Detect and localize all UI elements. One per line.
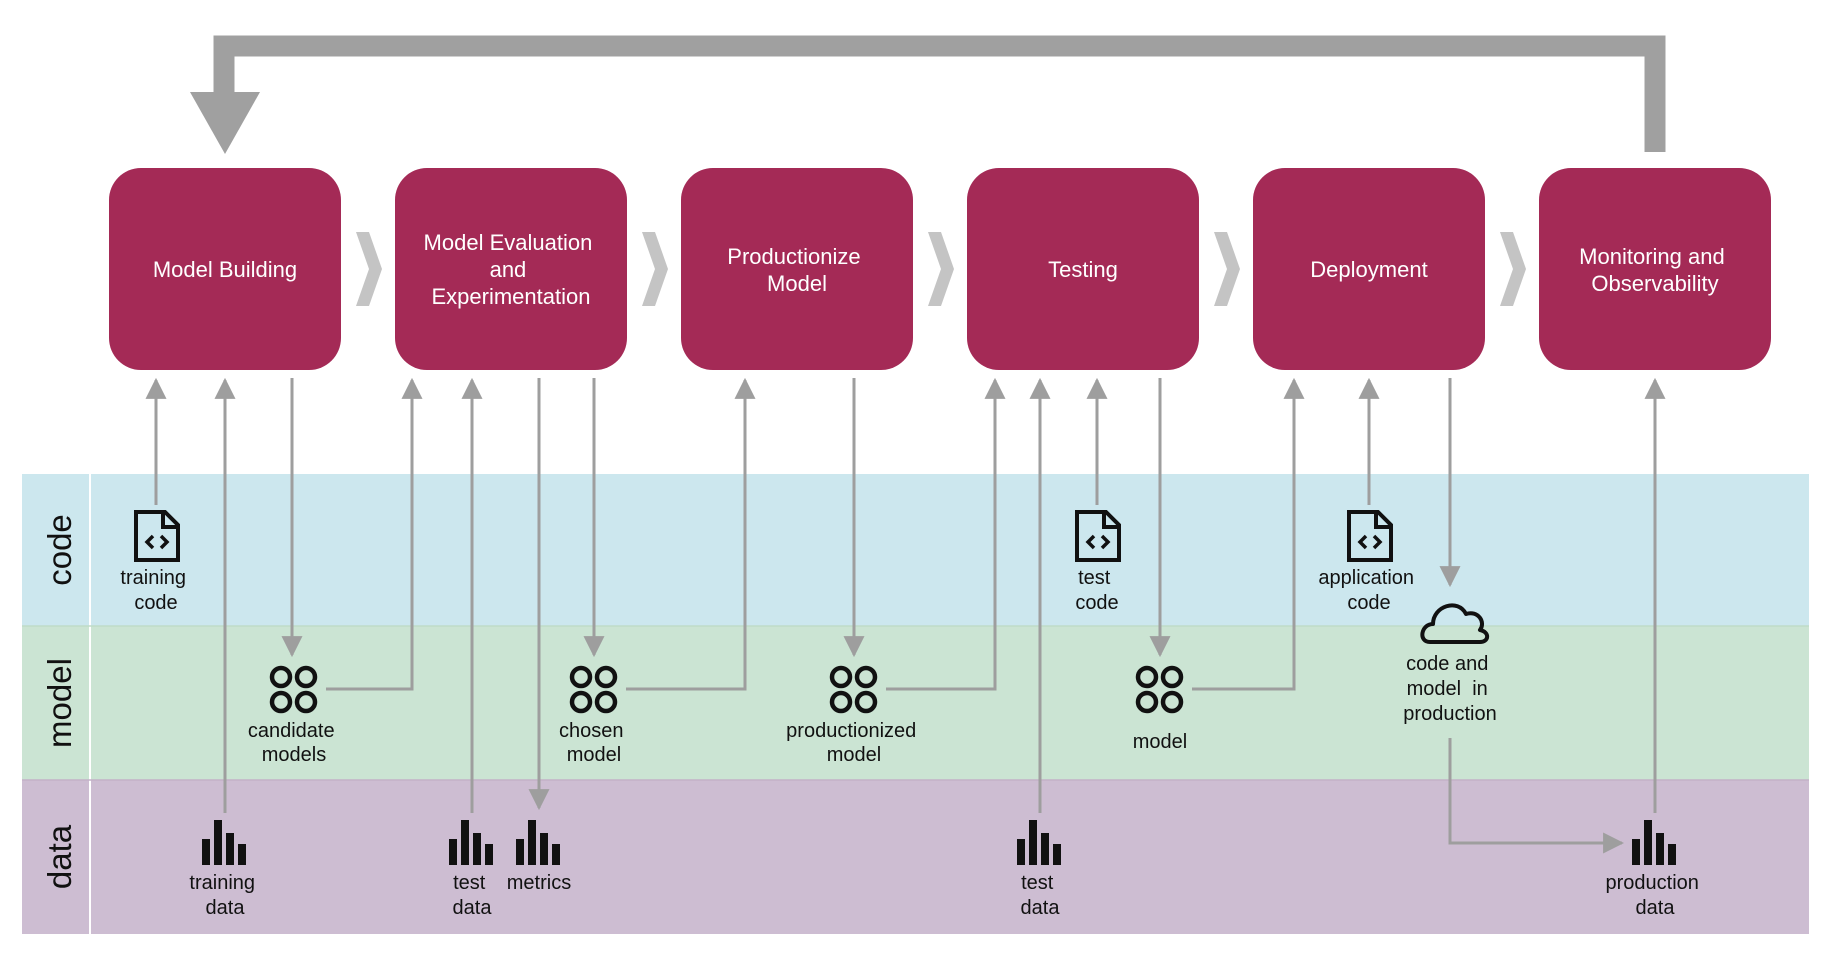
stage-monitoring-observability: Monitoring and Observability — [1539, 168, 1771, 370]
artifact-label: candidate models — [248, 720, 340, 766]
code-file-icon — [1075, 510, 1121, 562]
stage-model-building: Model Building — [109, 168, 341, 370]
chevron-icon — [642, 232, 668, 306]
artifact-chosen-model: chosen model — [559, 665, 629, 766]
stage-label: Monitoring and Observability — [1579, 244, 1731, 296]
bar-chart-icon — [202, 820, 246, 865]
connectors — [145, 377, 1666, 854]
arrow-chosen-model-to-productionize — [626, 377, 756, 691]
stage-label: Testing — [1048, 257, 1118, 282]
lane-label-code: code — [41, 514, 78, 586]
bar-chart-icon — [1017, 820, 1061, 865]
stage-model-evaluation: Model Evaluation and Experimentation — [395, 168, 627, 370]
chevron-icon — [1214, 232, 1240, 306]
artifact-label: training data — [189, 872, 260, 919]
artifact-label: test code — [1075, 567, 1118, 614]
artifact-label: test data — [1021, 872, 1061, 919]
arrow-candidate-models-to-evaluation — [326, 377, 423, 691]
stage-label: Productionize Model — [727, 244, 866, 296]
artifact-model: model — [1133, 665, 1187, 753]
artifact-metrics: metrics — [507, 820, 571, 894]
artifact-training-data: training data — [189, 820, 260, 919]
stage-productionize-model: Productionize Model — [681, 168, 913, 370]
chevron-icon — [1500, 232, 1526, 306]
stage-label: Deployment — [1310, 257, 1427, 282]
code-file-icon — [1347, 510, 1393, 562]
lane-model-background — [22, 626, 1809, 780]
model-icon — [829, 665, 878, 714]
stage-label: Model Evaluation and Experimentation — [424, 230, 599, 309]
model-icon — [1135, 665, 1184, 714]
artifact-test-data-evaluation: test data — [449, 820, 493, 919]
code-file-icon — [134, 510, 180, 562]
swimlanes: code model data — [22, 474, 1809, 934]
chevron-icon — [356, 232, 382, 306]
lane-label-model: model — [41, 658, 78, 748]
artifact-label: code and model in production — [1403, 653, 1496, 725]
stage-label: Model Building — [153, 257, 297, 282]
stage-chevrons — [356, 232, 1526, 306]
cloud-icon — [1420, 603, 1490, 644]
lane-label-data: data — [41, 824, 78, 889]
artifact-training-code: training code — [120, 510, 191, 614]
lane-code-background — [22, 474, 1809, 626]
artifact-test-data-testing: test data — [1017, 820, 1061, 919]
stages: Model Building Model Evaluation and Expe… — [109, 168, 1771, 370]
artifact-label: chosen model — [559, 720, 629, 766]
artifact-label: production data — [1606, 872, 1705, 919]
arrow-productionized-model-to-testing — [886, 377, 1006, 691]
artifact-test-code: test code — [1075, 510, 1121, 614]
artifact-label: metrics — [507, 872, 571, 894]
artifact-candidate-models: candidate models — [248, 665, 340, 766]
artifact-label: test data — [453, 872, 493, 919]
artifact-label: productionized model — [786, 720, 922, 766]
artifact-production-data: production data — [1606, 820, 1705, 919]
artifacts: training code test code ap — [120, 510, 1705, 919]
bar-chart-icon — [1632, 820, 1676, 865]
artifact-label: application code — [1318, 567, 1419, 614]
artifact-code-and-model-in-production: code and model in production — [1403, 603, 1497, 725]
model-icon — [569, 665, 618, 714]
arrow-production-to-production-data — [1448, 738, 1625, 854]
artifact-productionized-model: productionized model — [786, 665, 922, 766]
artifact-application-code: application code — [1318, 510, 1419, 614]
feedback-loop-arrow — [190, 35, 1666, 154]
bar-chart-icon — [449, 820, 493, 865]
model-icon — [269, 665, 318, 714]
artifact-label: training code — [120, 567, 191, 614]
stage-deployment: Deployment — [1253, 168, 1485, 370]
chevron-icon — [928, 232, 954, 306]
lane-data-background — [22, 780, 1809, 934]
bar-chart-icon — [516, 820, 560, 865]
stage-testing: Testing — [967, 168, 1199, 370]
arrow-model-to-deployment — [1192, 377, 1305, 691]
artifact-label: model — [1133, 731, 1187, 753]
